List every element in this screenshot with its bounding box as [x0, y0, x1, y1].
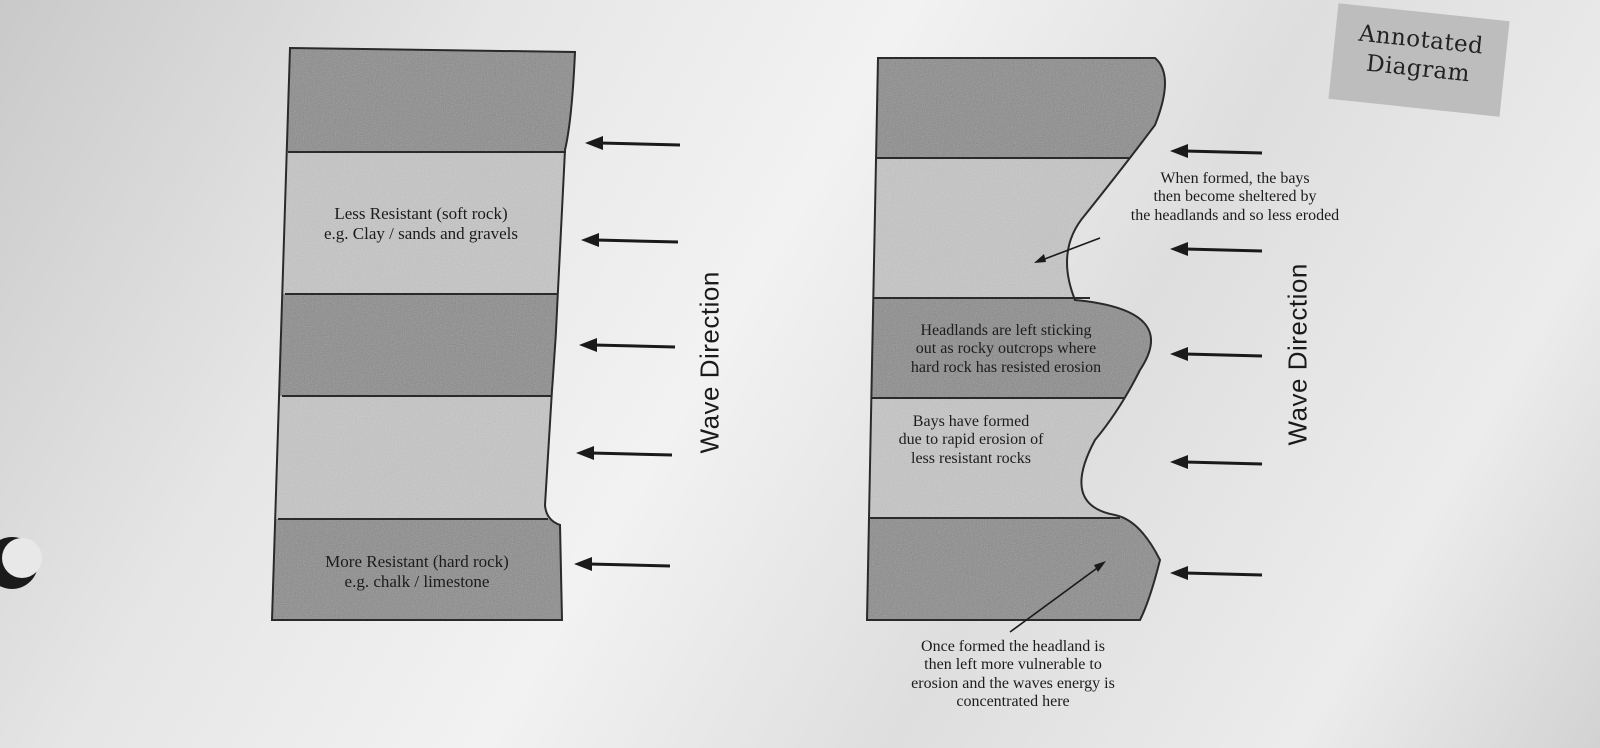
left-band-soft-2	[272, 396, 575, 519]
right-arrow-5	[1170, 566, 1263, 580]
right-arrows	[1170, 144, 1263, 580]
left-arrow-5	[574, 557, 671, 571]
sheltered-bay-pointer	[1034, 237, 1101, 263]
left-coast-outline	[270, 46, 577, 621]
annotated-diagram-badge: Annotated Diagram	[1328, 3, 1510, 117]
binder-hole-light	[2, 538, 42, 578]
left-arrow-1	[585, 136, 681, 150]
right-outline	[865, 57, 1166, 621]
left-arrow-3	[579, 338, 676, 352]
right-arrow-4	[1170, 455, 1263, 469]
right-coast-outline	[865, 57, 1166, 621]
left-band-soft-1	[272, 152, 575, 294]
right-band-hard-1	[867, 58, 1165, 158]
left-rock-bands	[272, 48, 575, 620]
left-band-hard-3	[272, 519, 575, 620]
left-band-hard-2	[272, 294, 575, 396]
right-wave-direction: Wave Direction	[1282, 263, 1313, 446]
left-arrow-2	[581, 233, 679, 247]
binder-hole	[0, 537, 42, 589]
left-arrow-4	[576, 446, 673, 460]
left-arrows	[574, 136, 681, 571]
hard-rock-label: More Resistant (hard rock) e.g. chalk / …	[325, 552, 509, 591]
annotation-pointers	[1009, 237, 1106, 633]
right-arrow-1	[1170, 144, 1263, 158]
soft-rock-label: Less Resistant (soft rock) e.g. Clay / s…	[323, 204, 519, 243]
right-band-hard-3	[867, 518, 1165, 620]
left-band-hard-1	[272, 48, 575, 152]
right-arrow-2	[1170, 242, 1263, 256]
sheltered-bays-label: When formed, the bays then become shelte…	[1130, 170, 1340, 224]
vulnerable-headland-pointer	[1009, 561, 1106, 633]
right-arrow-3	[1170, 347, 1263, 361]
bays-formed-label: Bays have formed due to rapid erosion of…	[898, 413, 1044, 467]
right-band-hard-2	[867, 298, 1165, 398]
vulnerable-headland-label: Once formed the headland is then left mo…	[911, 638, 1115, 711]
headlands-label: Headlands are left sticking out as rocky…	[910, 322, 1102, 376]
left-outline	[270, 46, 577, 621]
left-wave-direction: Wave Direction	[694, 271, 725, 454]
annotated-diagram-title: Annotated Diagram	[1357, 20, 1485, 88]
